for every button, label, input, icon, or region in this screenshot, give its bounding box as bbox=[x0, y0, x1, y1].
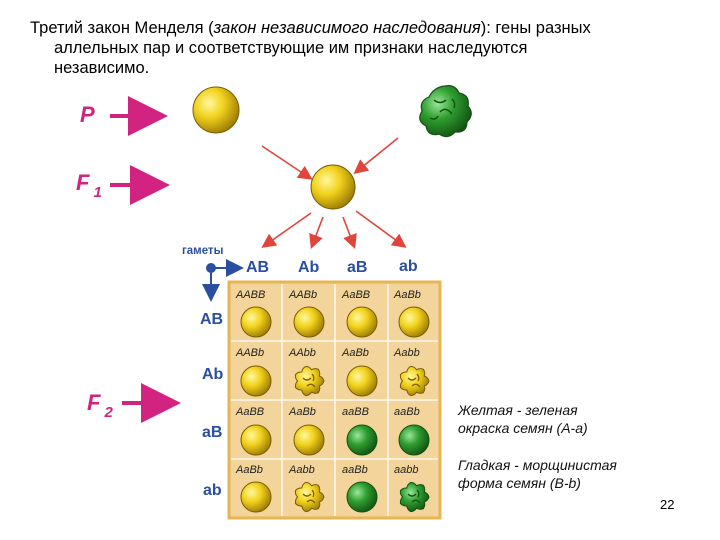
gamete-row-4: ab bbox=[203, 482, 222, 499]
cell-genotype: AaBB bbox=[236, 406, 265, 418]
cell-genotype: AABB bbox=[236, 289, 266, 301]
seed-yellow-smooth bbox=[240, 424, 272, 456]
seed-yellow-smooth bbox=[240, 365, 272, 397]
cell-genotype: aaBb bbox=[342, 464, 368, 476]
title-line2: аллельных пар и соответствующие им призн… bbox=[54, 39, 528, 57]
cell-genotype: AaBb bbox=[236, 464, 263, 476]
parent-green-wrinkled-seed bbox=[419, 85, 472, 138]
gamete-col-2: Ab bbox=[298, 259, 320, 276]
cell-genotype: aabb bbox=[394, 464, 419, 476]
seed-yellow-smooth bbox=[398, 306, 430, 338]
slide-title: Третий закон Менделя (закон независимого… bbox=[30, 18, 710, 78]
legend-shape-line1: Гладкая - морщинистая bbox=[458, 457, 617, 473]
cell-genotype: Aabb bbox=[394, 347, 420, 359]
gamete-row-1: AB bbox=[200, 311, 224, 328]
seed-yellow-smooth bbox=[293, 424, 325, 456]
seed-yellow-smooth bbox=[346, 306, 378, 338]
seed-green-smooth bbox=[346, 481, 378, 513]
page-number: 22 bbox=[660, 497, 675, 512]
title-line3: независимо. bbox=[54, 59, 150, 77]
seed-yellow-wrinkled bbox=[399, 365, 430, 397]
seed-yellow-wrinkled bbox=[294, 365, 325, 397]
cell-genotype: aaBb bbox=[394, 406, 420, 418]
parent-yellow-smooth-seed bbox=[192, 86, 240, 134]
f1-yellow-smooth-seed bbox=[310, 164, 356, 210]
seed-yellow-smooth bbox=[293, 306, 325, 338]
legend-shape-line2: форма семян (В-b) bbox=[458, 475, 581, 491]
gamete-col-4: ab bbox=[399, 258, 418, 275]
p-label: P bbox=[80, 102, 95, 127]
cell-genotype: AaBb bbox=[289, 406, 316, 418]
cell-genotype: AABb bbox=[289, 289, 318, 301]
legend-color-line2: окраска семян (А-а) bbox=[458, 420, 588, 436]
seed-green-smooth bbox=[398, 424, 430, 456]
gamete-row-3: aB bbox=[202, 424, 223, 441]
gamete-col-1: AB bbox=[246, 259, 270, 276]
cell-genotype: AAbb bbox=[289, 347, 316, 359]
title-line1-a: Третий закон Менделя ( bbox=[30, 19, 214, 37]
title-line1-italic: закон независимого наследования bbox=[213, 19, 481, 37]
cell-genotype: AaBb bbox=[394, 289, 421, 301]
seed-yellow-wrinkled bbox=[294, 481, 325, 513]
title-line1-b: ): гены разных bbox=[480, 19, 591, 37]
seed-yellow-smooth bbox=[240, 306, 272, 338]
legend-color: Желтая - зеленая окраска семян (А-а) bbox=[458, 401, 588, 437]
grid-lines bbox=[231, 284, 438, 516]
cell-genotype: Aabb bbox=[289, 464, 315, 476]
gamete-col-3: aB bbox=[347, 259, 368, 276]
legend-color-line1: Желтая - зеленая bbox=[458, 402, 578, 418]
seed-green-smooth bbox=[346, 424, 378, 456]
cell-genotype: AaBB bbox=[342, 289, 371, 301]
cell-genotype: aaBB bbox=[342, 406, 369, 418]
seed-yellow-smooth bbox=[346, 365, 378, 397]
seed-green-wrinkled bbox=[399, 481, 430, 513]
gamete-row-2: Ab bbox=[202, 366, 224, 383]
seed-yellow-smooth bbox=[240, 481, 272, 513]
cell-genotype: AABb bbox=[236, 347, 265, 359]
cell-genotype: AaBb bbox=[342, 347, 369, 359]
gametes-label: гаметы bbox=[182, 245, 224, 257]
legend-shape: Гладкая - морщинистая форма семян (В-b) bbox=[458, 456, 617, 492]
